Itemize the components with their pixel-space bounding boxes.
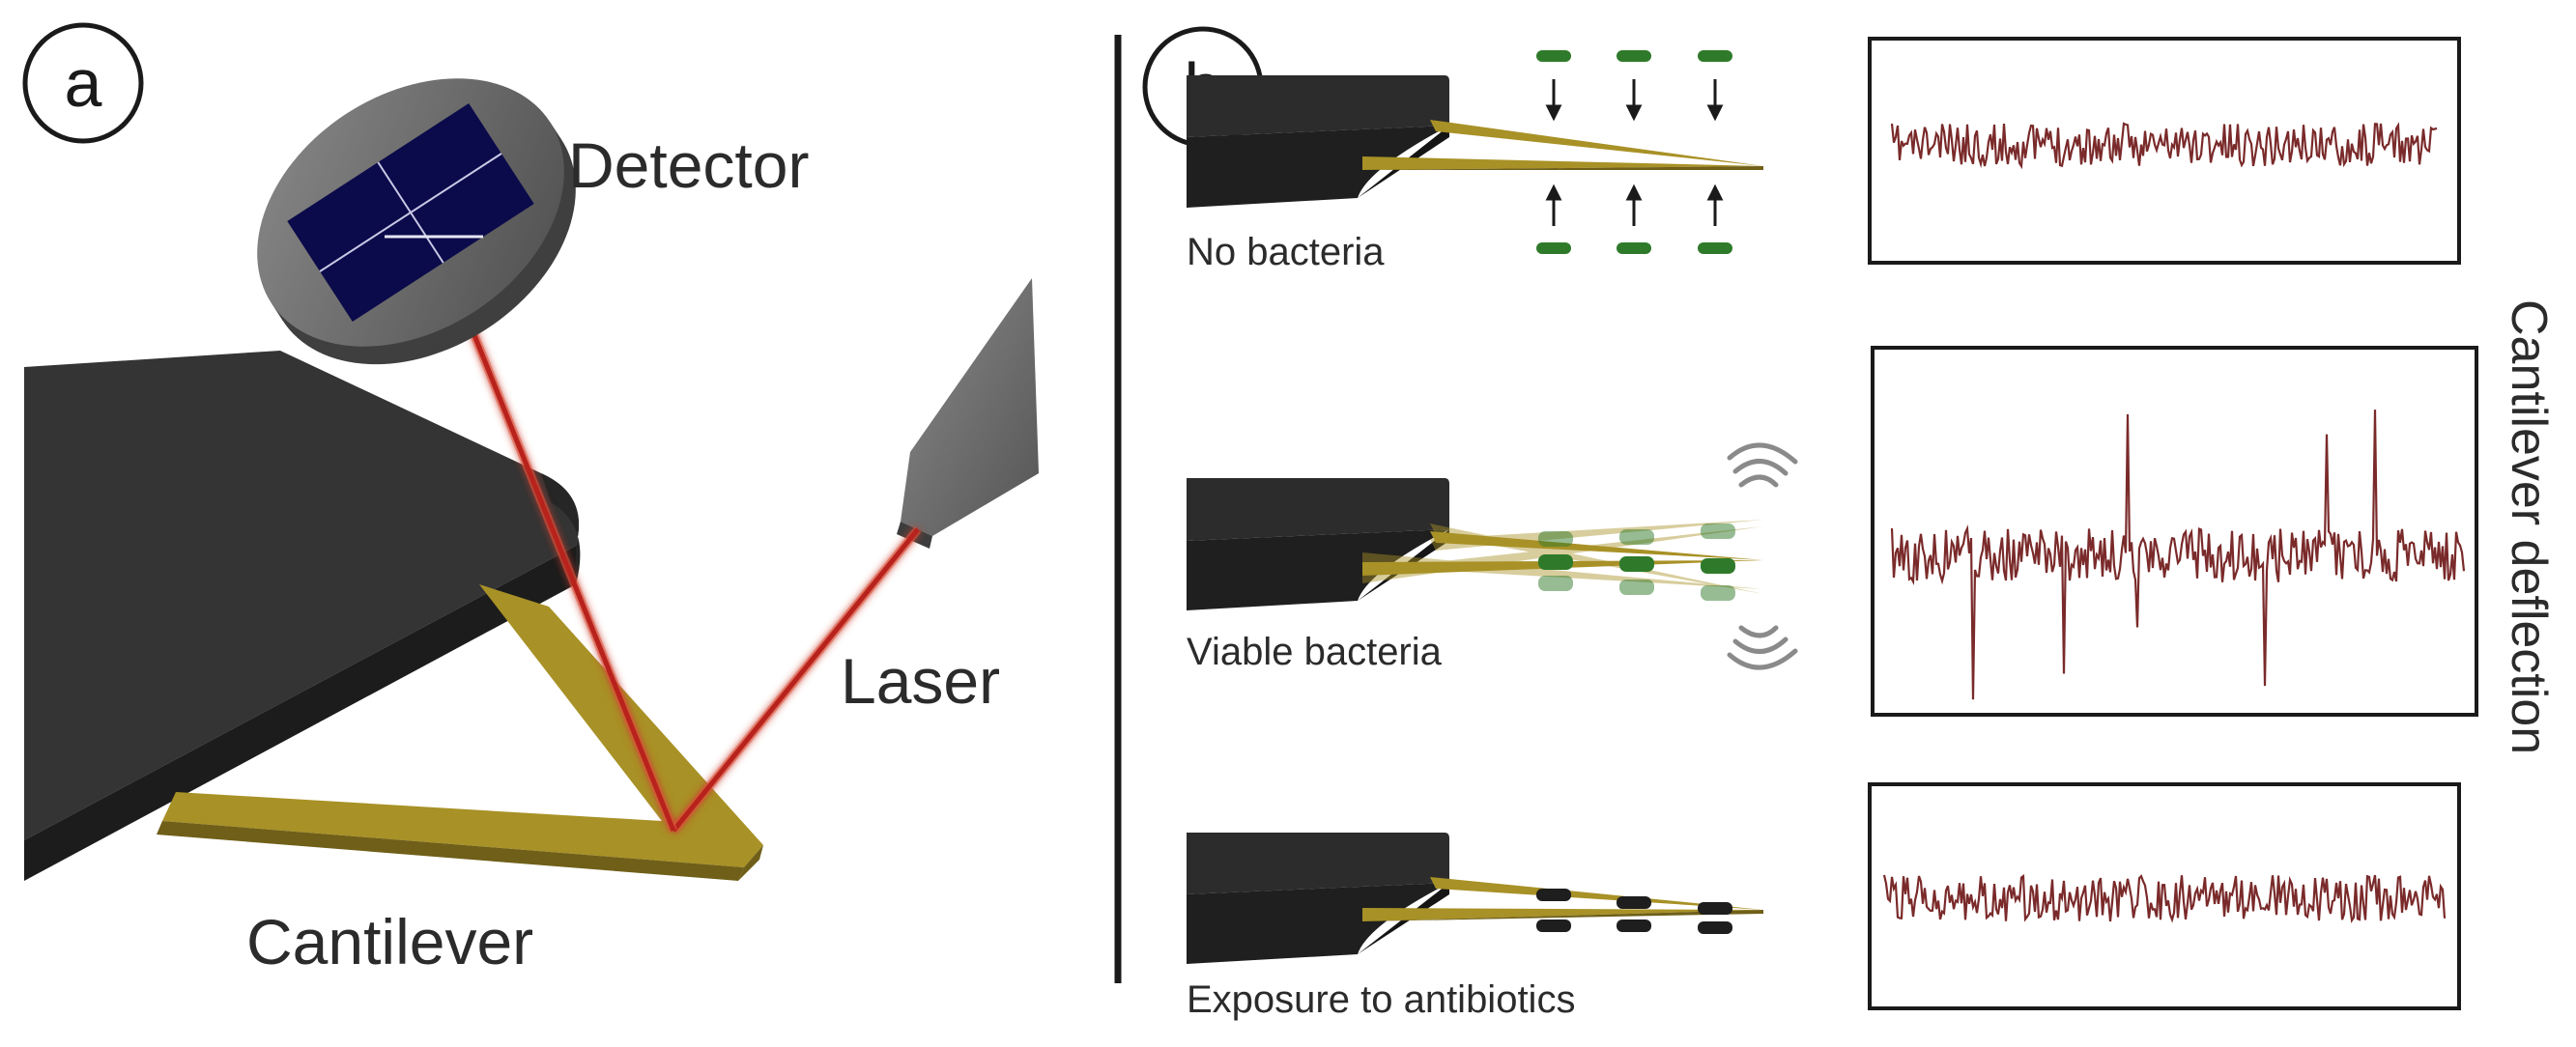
signal-box-viable-bacteria bbox=[1871, 346, 2478, 717]
condition-label-antibiotics: Exposure to antibiotics bbox=[1187, 978, 1575, 1021]
condition-label-no-bacteria: No bacteria bbox=[1187, 231, 1385, 273]
cantilever-no-bacteria bbox=[1187, 75, 1763, 208]
cantilever bbox=[157, 584, 763, 881]
signal-box-no-bacteria bbox=[1868, 37, 2461, 265]
deflection-trace-antibiotics bbox=[1882, 873, 2447, 923]
detector bbox=[257, 78, 576, 365]
bacteria-viable-row bbox=[1538, 524, 1735, 601]
panel-b: b bbox=[1142, 26, 2557, 1021]
dead-bacteria-row bbox=[1536, 889, 1732, 934]
deflection-trace-viable-bacteria bbox=[1890, 410, 2466, 700]
panel-a-letter-text: a bbox=[65, 45, 102, 121]
cantilever-viable-bacteria bbox=[1187, 478, 1763, 610]
vibration-icon bbox=[1727, 442, 1798, 670]
laser-source bbox=[897, 278, 1039, 549]
panel-a: a bbox=[22, 22, 1039, 977]
cantilever-antibiotics bbox=[1187, 833, 1763, 964]
panel-a-letter: a bbox=[22, 22, 144, 144]
deflection-trace-no-bacteria bbox=[1890, 122, 2438, 170]
axis-title-deflection: Cantilever deflection bbox=[2501, 299, 2557, 754]
cantilever-label: Cantilever bbox=[246, 906, 533, 977]
detector-label: Detector bbox=[568, 129, 809, 201]
condition-label-viable-bacteria: Viable bacteria bbox=[1187, 631, 1443, 673]
chip bbox=[24, 351, 581, 881]
laser-label: Laser bbox=[841, 645, 1000, 717]
signal-box-antibiotics bbox=[1868, 782, 2461, 1010]
bacteria-no-bacteria-row bbox=[1536, 50, 1732, 254]
